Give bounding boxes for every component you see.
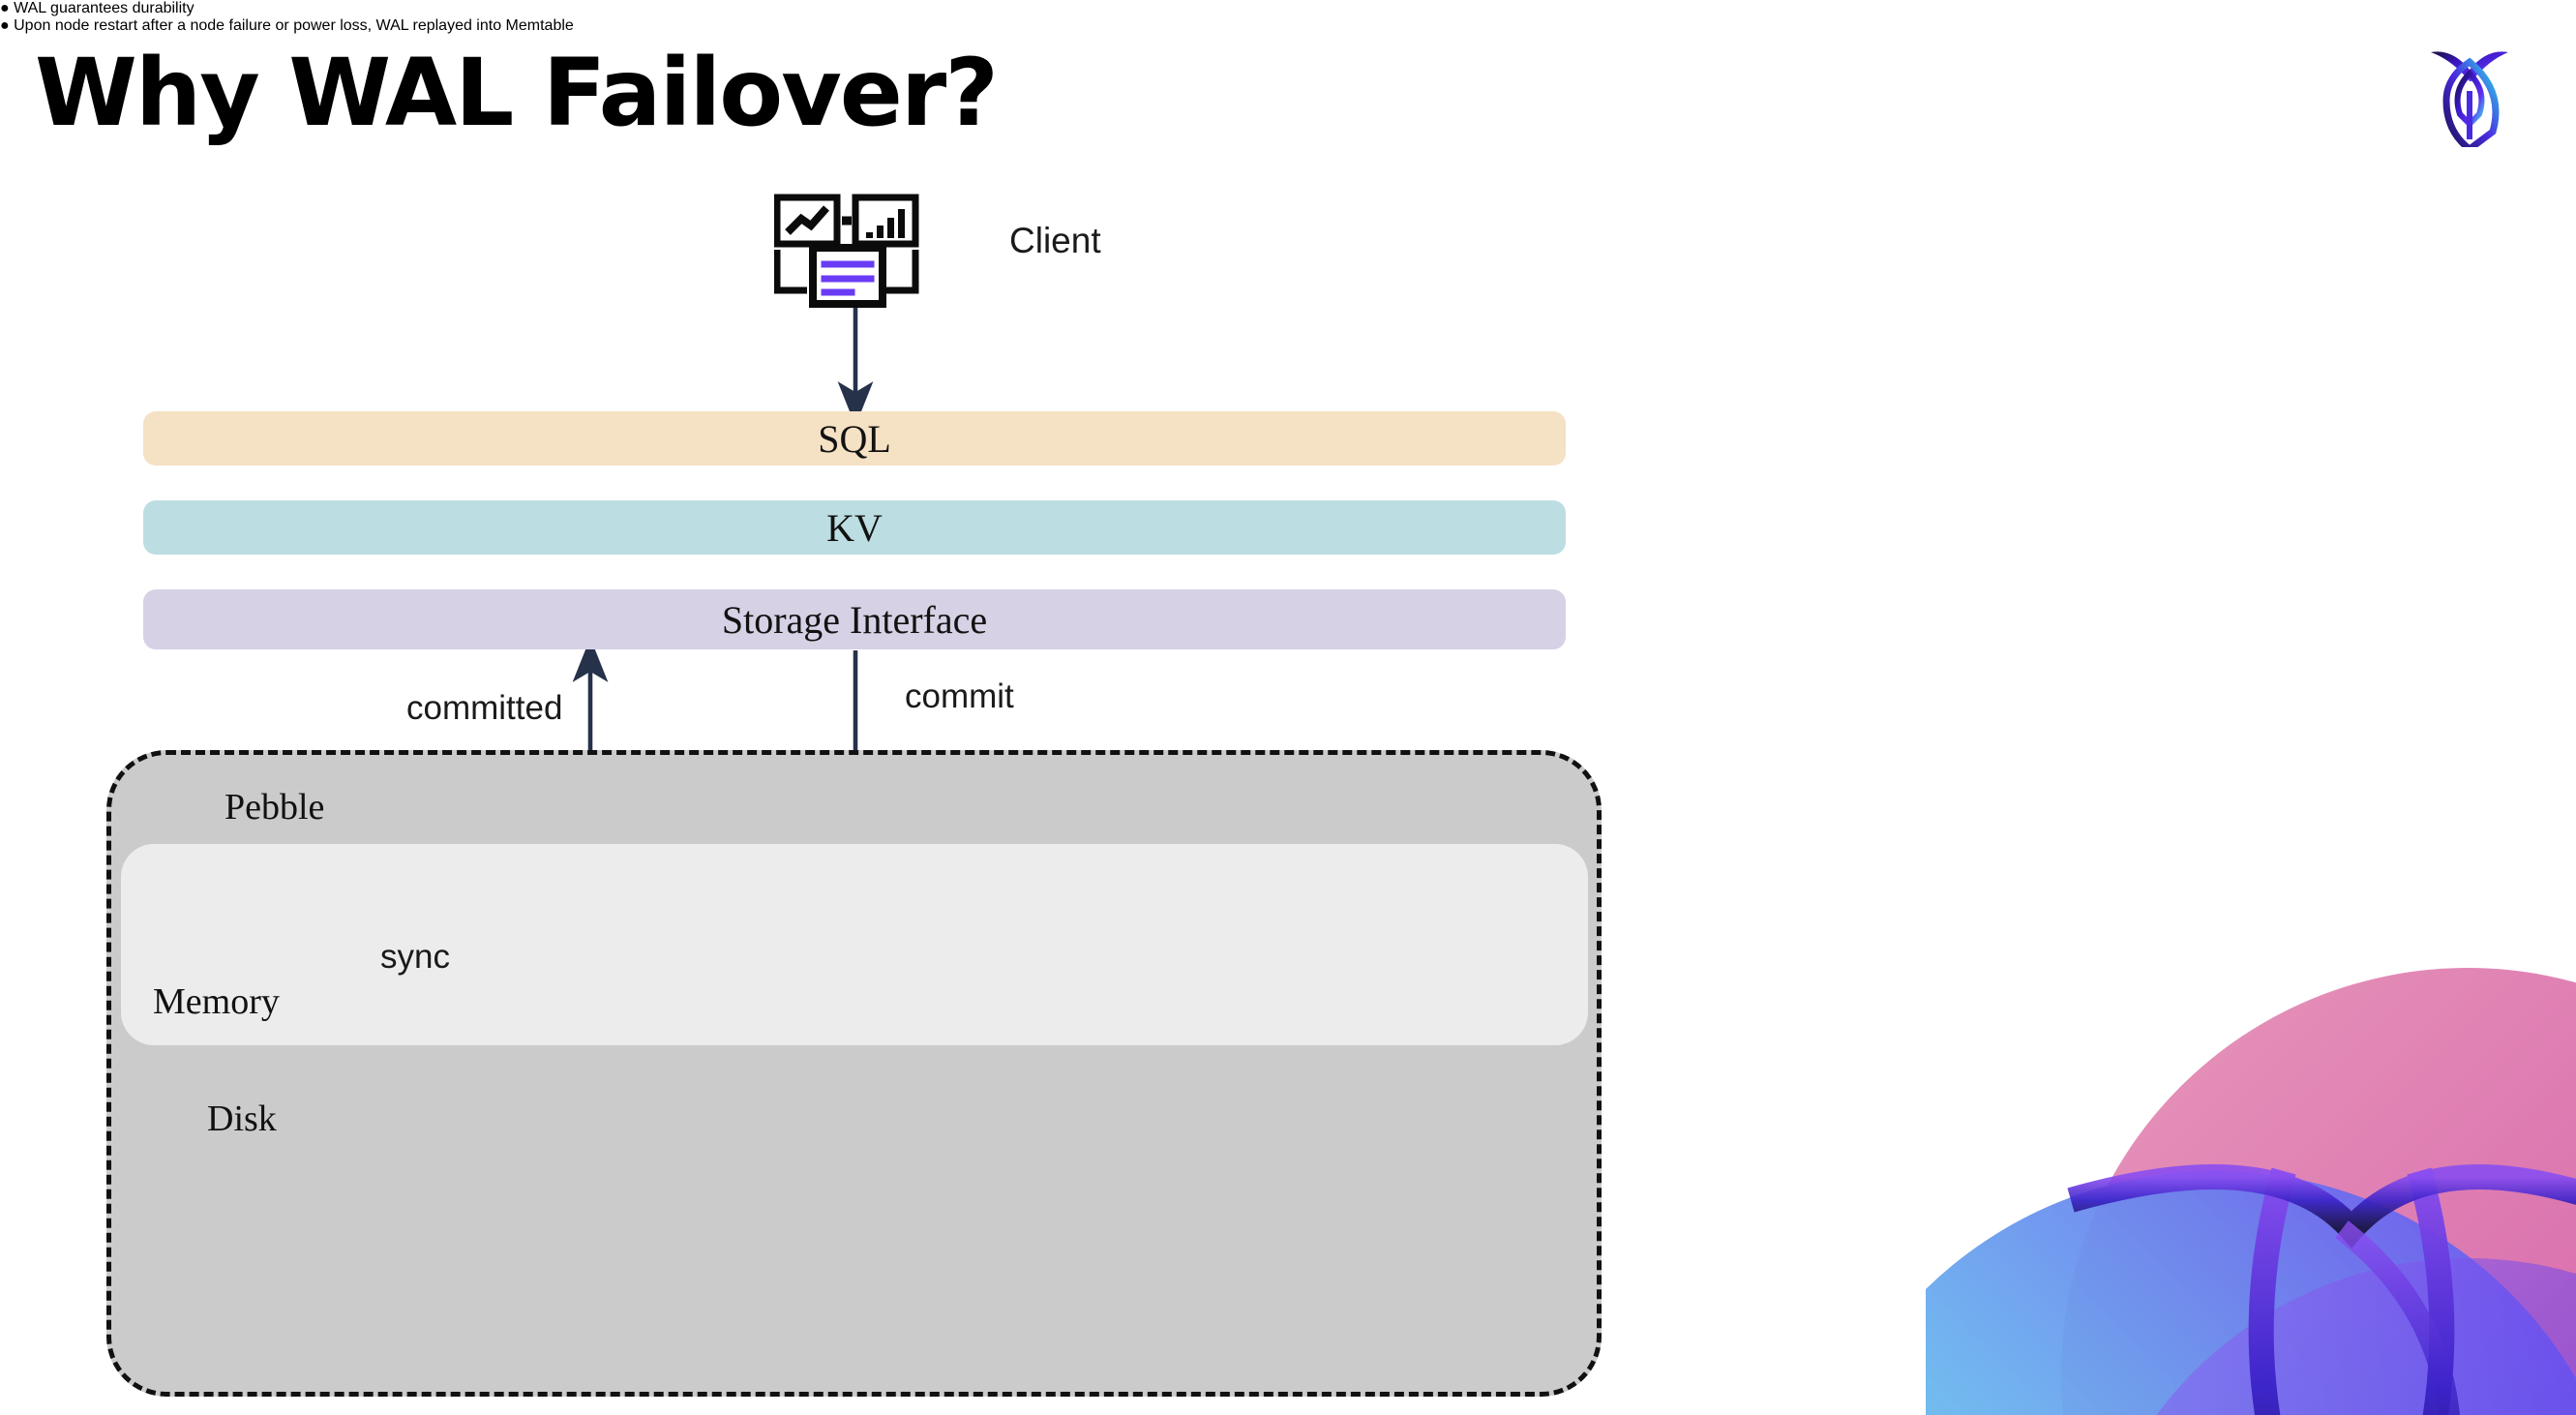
architecture-diagram: Client SQL KV Storage Interface Pebble M… — [106, 194, 1602, 1397]
bullet-marker-icon: ● — [0, 0, 10, 16]
gradient-circles-watermark-icon — [1926, 910, 2576, 1415]
zone-label-memory: Memory — [153, 981, 280, 1022]
client-dashboard-icon — [773, 194, 929, 310]
zone-label-pebble: Pebble — [225, 787, 325, 828]
layer-label-kv: KV — [826, 505, 883, 550]
memory-zone — [121, 844, 1588, 1045]
list-item: ● Upon node restart after a node failure… — [0, 17, 2576, 35]
edge-label-commit: commit — [905, 677, 1014, 715]
layer-bar-kv: KV — [143, 500, 1566, 555]
cockroachdb-logo-icon — [2411, 31, 2528, 154]
zone-label-disk: Disk — [207, 1099, 277, 1139]
bullet-list: ● WAL guarantees durability ● Upon node … — [0, 0, 2576, 35]
layer-bar-sql: SQL — [143, 411, 1566, 466]
page-title: Why WAL Failover? — [35, 39, 999, 147]
bullet-text: Upon node restart after a node failure o… — [14, 17, 574, 34]
list-item: ● WAL guarantees durability — [0, 0, 2576, 17]
layer-bar-storage-interface: Storage Interface — [143, 589, 1566, 649]
client-label: Client — [1009, 221, 1101, 260]
edge-label-sync-1: sync — [380, 938, 450, 976]
bullet-text: WAL guarantees durability — [14, 0, 195, 16]
layer-label-sql: SQL — [818, 416, 891, 461]
bullet-marker-icon: ● — [0, 17, 10, 34]
layer-label-storage-interface: Storage Interface — [721, 597, 988, 642]
edge-label-committed: committed — [406, 689, 563, 727]
